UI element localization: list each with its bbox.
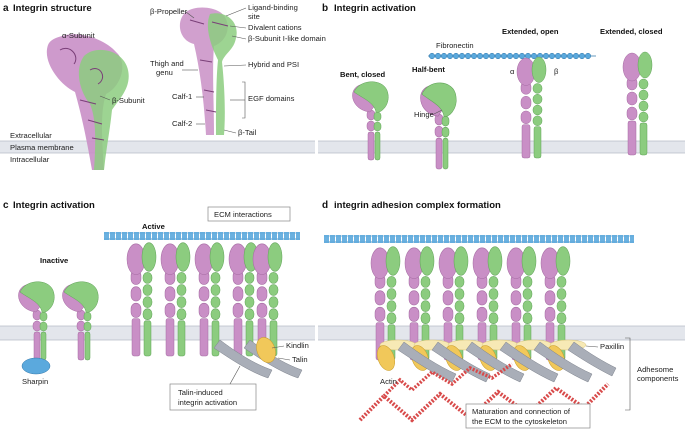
label-divalent-cations: Divalent cations: [248, 23, 302, 32]
panel-d-title: integrin adhesion complex formation: [334, 200, 501, 211]
talin-rod-1: [213, 339, 273, 379]
label-talin-induced-2: integrin activation: [178, 398, 237, 407]
panel-b-title: Integrin activation: [334, 3, 416, 14]
label-hybrid-psi: Hybrid and PSI: [248, 60, 299, 69]
label-beta-i-like: β-Subunit I-like domain: [248, 34, 326, 43]
label-alpha-subunit: α-Subunit: [62, 31, 96, 40]
label-ligand-binding-1: Ligand-binding: [248, 3, 298, 12]
integrin-half-bent: [420, 82, 457, 170]
panel-c-title: Integrin activation: [13, 200, 95, 211]
label-extended-closed: Extended, closed: [600, 27, 663, 36]
adhesome-bracket: [625, 337, 631, 411]
label-ecm-interactions: ECM interactions: [214, 210, 272, 219]
label-talin-induced-1: Talin-induced: [178, 388, 223, 397]
panel-c-letter: c: [3, 200, 9, 211]
label-bent-closed: Bent, closed: [340, 70, 386, 79]
talin-induced-box: [169, 383, 257, 411]
label-sharpin: Sharpin: [22, 377, 48, 386]
label-beta-tail: β-Tail: [238, 128, 257, 137]
label-beta-propeller: β-Propeller: [150, 7, 188, 16]
label-beta-subunit: β-Subunit: [112, 96, 146, 105]
label-egf-domains: EGF domains: [248, 94, 295, 103]
integrin-inactive-1: [18, 281, 55, 361]
label-inactive: Inactive: [40, 256, 68, 265]
sharpin-protein: [21, 357, 51, 375]
label-thigh-1: Thigh and: [150, 59, 184, 68]
ecm-fiber-d: [324, 235, 634, 243]
label-actin: Actin: [380, 377, 397, 386]
kindlin-talin-layer-d: [377, 341, 617, 383]
label-hinge: Hinge: [414, 110, 434, 119]
ecm-fiber-c: [104, 232, 300, 240]
label-plasma-membrane: Plasma membrane: [10, 143, 74, 152]
label-talin: Talin: [292, 355, 308, 364]
label-intracellular: Intracellular: [10, 155, 50, 164]
label-extended-open: Extended, open: [502, 27, 559, 36]
label-half-bent: Half-bent: [412, 65, 445, 74]
label-fibronectin: Fibronectin: [436, 41, 474, 50]
integrin-atomic-model-left: [46, 34, 129, 170]
panel-b-membrane: [318, 141, 685, 153]
fibronectin-fiber-b: [428, 52, 596, 60]
panel-a-membrane: [0, 141, 315, 153]
actin-filaments: [358, 362, 610, 423]
label-paxillin: Paxillin: [600, 342, 624, 351]
ecm-interactions-box: [207, 206, 291, 222]
label-ligand-binding-2: site: [248, 12, 260, 21]
panel-d-letter: d: [322, 200, 328, 211]
label-adhesome-1: Adhesome: [637, 365, 673, 374]
label-maturation-1: Maturation and connection of: [472, 407, 571, 416]
label-active: Active: [142, 222, 165, 231]
label-maturation-2: the ECM to the cytoskeleton: [472, 417, 567, 426]
label-adhesome-2: components: [637, 374, 679, 383]
panel-c-membrane: [0, 326, 315, 340]
integrin-inactive-2: [62, 281, 99, 361]
maturation-box: [465, 403, 591, 429]
kindlin-protein: [256, 337, 276, 363]
panel-b-letter: b: [322, 3, 328, 14]
label-calf1: Calf-1: [172, 92, 192, 101]
label-extracellular: Extracellular: [10, 131, 52, 140]
label-thigh-2: genu: [156, 68, 173, 77]
label-kindlin: Kindlin: [286, 341, 309, 350]
label-calf2: Calf-2: [172, 119, 192, 128]
integrin-atomic-model-right: [179, 7, 237, 136]
label-beta: β: [554, 67, 559, 76]
panel-a-title: Integrin structure: [13, 3, 92, 14]
panel-a-letter: a: [3, 3, 9, 14]
label-alpha: α: [510, 67, 515, 76]
integrin-extended-closed: [622, 51, 653, 156]
